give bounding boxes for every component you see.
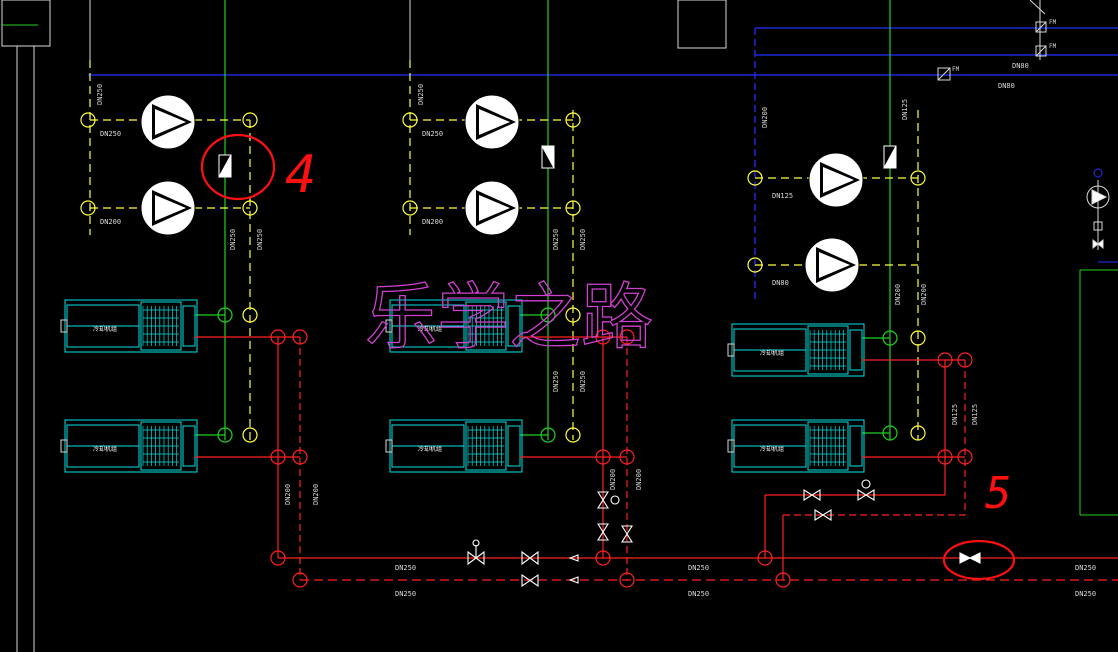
svg-text:DN200: DN200: [284, 484, 292, 505]
valve-tag: FM: [1049, 43, 1057, 50]
watermark-text: 乐学之路: [365, 275, 653, 359]
svg-text:DN125: DN125: [971, 404, 979, 425]
arrow-icon: [568, 554, 579, 562]
markup-circle-5: [942, 539, 1016, 581]
svg-text:DN80: DN80: [998, 82, 1015, 90]
valve-tags: FM FM FM: [952, 19, 1057, 73]
pump-icon: [140, 94, 196, 150]
gate-valve-icon: [521, 550, 539, 566]
pump-icon: [464, 180, 520, 236]
svg-text:DN200: DN200: [894, 284, 902, 305]
gate-valve-icon: [621, 525, 633, 543]
gate-valve-icon: [857, 479, 875, 501]
svg-text:DN250: DN250: [579, 229, 587, 250]
markup-circle-4: [200, 133, 276, 201]
check-valves: [218, 145, 897, 178]
gate-valve-icon: [521, 573, 539, 588]
svg-text:DN200: DN200: [635, 469, 643, 490]
svg-text:DN250: DN250: [1075, 564, 1096, 572]
header-valves: [467, 479, 981, 588]
check-valve-icon: [218, 154, 232, 178]
svg-text:DN200: DN200: [422, 218, 443, 226]
valve-tag: FM: [1049, 19, 1057, 26]
left-frame: [1, 0, 51, 652]
pump-icon: [804, 237, 860, 293]
chiller-label: 冷却机组: [93, 325, 117, 333]
svg-text:DN250: DN250: [579, 371, 587, 392]
gate-valve-icon: [467, 539, 485, 566]
svg-text:DN250: DN250: [256, 229, 264, 250]
gate-valve-icon: [814, 509, 832, 521]
check-valve-icon: [883, 145, 897, 169]
arrow-icon: [568, 576, 579, 584]
red-supply-pipes: [195, 336, 1118, 581]
svg-text:DN80: DN80: [772, 279, 789, 287]
svg-text:DN200: DN200: [100, 218, 121, 226]
svg-text:DN250: DN250: [395, 564, 416, 572]
chiller-label: 冷却机组: [93, 445, 117, 453]
svg-text:DN250: DN250: [552, 371, 560, 392]
chiller-label: 冷却机组: [760, 349, 784, 357]
svg-text:DN250: DN250: [229, 229, 237, 250]
butterfly-valve-icon: [959, 552, 981, 564]
svg-text:DN125: DN125: [772, 192, 793, 200]
green-risers: [195, 0, 891, 440]
check-valve-icon: [541, 145, 555, 169]
svg-text:DN250: DN250: [688, 564, 709, 572]
right-side-components: [937, 0, 1118, 263]
markup-annotations: [200, 133, 1016, 581]
chiller-unit: 冷却机组: [60, 419, 198, 473]
svg-text:DN250: DN250: [395, 590, 416, 598]
pumps: [140, 94, 864, 293]
chiller-unit: 冷却机组: [385, 299, 523, 353]
svg-text:DN250: DN250: [1075, 590, 1096, 598]
svg-text:DN200: DN200: [609, 469, 617, 490]
valve-tag: FM: [952, 66, 960, 73]
svg-text:DN80: DN80: [1012, 62, 1029, 70]
red-node-circles: [270, 329, 973, 588]
markup-number-5: 5: [985, 468, 1012, 519]
svg-text:DN125: DN125: [901, 99, 909, 120]
gate-valve-icon: [803, 489, 821, 501]
svg-text:DN250: DN250: [417, 84, 425, 105]
svg-text:DN250: DN250: [552, 229, 560, 250]
pump-icon: [140, 180, 196, 236]
pump-icon: [464, 94, 520, 150]
svg-text:DN250: DN250: [96, 84, 104, 105]
riser-node-circles: [80, 112, 926, 443]
chiller-unit: 冷却机组: [727, 323, 865, 377]
svg-text:DN250: DN250: [100, 130, 121, 138]
top-frame-items: [89, 0, 1118, 516]
svg-text:DN200: DN200: [920, 284, 928, 305]
svg-text:DN200: DN200: [761, 107, 769, 128]
chiller-unit: 冷却机组: [60, 299, 198, 353]
blue-header-pipes: [88, 27, 1118, 300]
svg-text:DN250: DN250: [688, 590, 709, 598]
chiller-label: 冷却机组: [760, 445, 784, 453]
pipe-size-labels: DN250 DN250 DN250 DN250 DN250 DN250 DN25…: [100, 62, 1096, 598]
svg-text:DN125: DN125: [951, 404, 959, 425]
chiller-unit: 冷却机组: [385, 419, 523, 473]
vertical-pipe-labels: DN250 DN250 DN200 DN125 DN250 DN250 DN25…: [96, 84, 979, 505]
pump-icon: [808, 152, 864, 208]
svg-text:DN250: DN250: [422, 130, 443, 138]
gate-valve-icon: [597, 491, 620, 509]
chiller-label: 冷却机组: [418, 325, 442, 333]
svg-text:DN200: DN200: [312, 484, 320, 505]
markup-number-4: 4: [285, 145, 316, 205]
chiller-label: 冷却机组: [418, 445, 442, 453]
chiller-unit: 冷却机组: [727, 419, 865, 473]
gate-valve-icon: [597, 523, 609, 541]
